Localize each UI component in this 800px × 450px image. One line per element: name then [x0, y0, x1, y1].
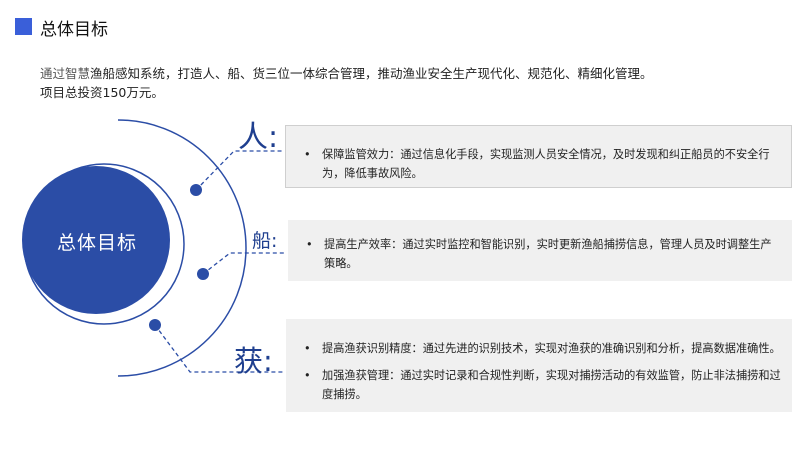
list-item: • 加强渔获管理：通过实时记录和合规性判断，实现对捕捞活动的有效监管，防止非法捕… [304, 366, 782, 404]
item-text: 提高生产效率：通过实时监控和智能识别，实时更新渔船捕捞信息，管理人员及时调整生产… [324, 238, 772, 270]
boat-box: • 提高生产效率：通过实时监控和智能识别，实时更新渔船捕捞信息，管理人员及时调整… [288, 220, 792, 281]
bullet-dot: • [304, 148, 311, 161]
connector-harvest [154, 324, 284, 373]
center-circle [22, 166, 170, 314]
item-text: 加强渔获管理：通过实时记录和合规性判断，实现对捕捞活动的有效监管，防止非法捕捞和… [322, 369, 781, 401]
title-marker [15, 18, 32, 35]
bullet-dot: • [304, 369, 311, 382]
item-text: 保障监管效力：通过信息化手段，实现监测人员安全情况，及时发现和纠正船员的不安全行… [322, 148, 770, 180]
item-text: 提高渔获识别精度：通过先进的识别技术，实现对渔获的准确识别和分析，提高数据准确性… [322, 342, 781, 355]
node-harvest [149, 319, 161, 331]
center-label: 总体目标 [56, 231, 137, 254]
bullet-dot: • [306, 238, 313, 251]
intro-prefix: 通过智慧 [40, 66, 91, 81]
page-title: 总体目标 [40, 20, 108, 40]
category-person-label: 人: [238, 120, 279, 155]
connector-boat [202, 252, 286, 275]
category-boat-label: 船: [252, 230, 278, 252]
intro-line2: 项目总投资150万元。 [40, 85, 164, 100]
category-harvest-label: 获: [234, 344, 273, 378]
node-person [190, 184, 202, 196]
list-item: • 保障监管效力：通过信息化手段，实现监测人员安全情况，及时发现和纠正船员的不安… [304, 145, 777, 183]
harvest-box: • 提高渔获识别精度：通过先进的识别技术，实现对渔获的准确识别和分析，提高数据准… [286, 319, 792, 412]
list-item: • 提高渔获识别精度：通过先进的识别技术，实现对渔获的准确识别和分析，提高数据准… [304, 339, 782, 358]
node-boat [197, 268, 209, 280]
intro-text: 通过智慧渔船感知系统，打造人、船、货三位一体综合管理，推动渔业安全生产现代化、规… [40, 64, 780, 102]
intro-line1: 渔船感知系统，打造人、船、货三位一体综合管理，推动渔业安全生产现代化、规范化、精… [90, 66, 653, 81]
bullet-dot: • [304, 342, 311, 355]
person-box: • 保障监管效力：通过信息化手段，实现监测人员安全情况，及时发现和纠正船员的不安… [285, 125, 792, 188]
connector-arc [117, 119, 247, 377]
list-item: • 提高生产效率：通过实时监控和智能识别，实时更新渔船捕捞信息，管理人员及时调整… [306, 235, 778, 273]
connector-person [195, 150, 284, 191]
